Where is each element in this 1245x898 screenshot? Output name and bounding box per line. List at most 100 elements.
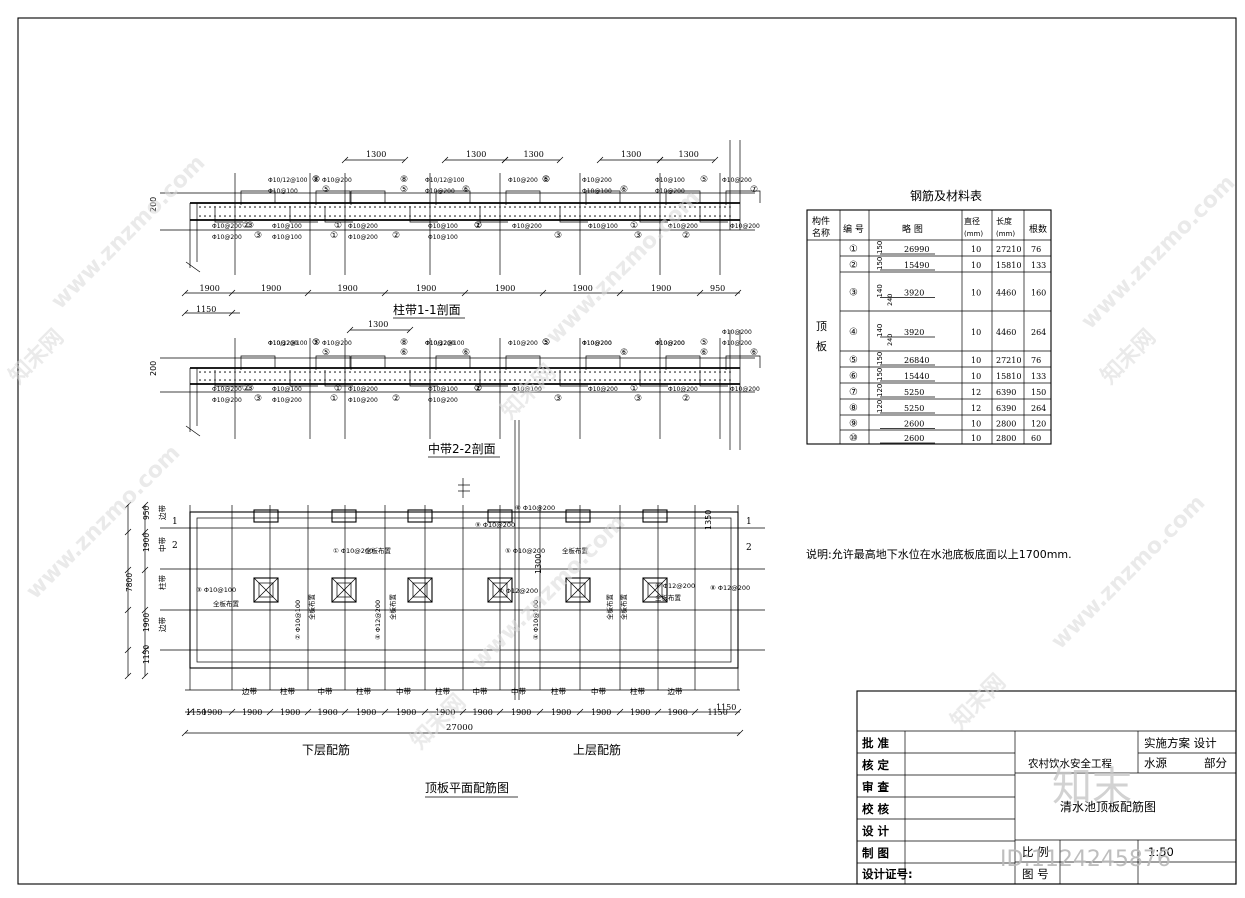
axis-mark: 1 [746, 517, 752, 527]
rebar-dot [629, 215, 631, 217]
rebar-dot [374, 371, 376, 373]
watermark-brand: 知末网 [406, 689, 471, 754]
rebar-dot [349, 206, 351, 208]
rebar-marker: ② [392, 394, 400, 404]
rebar-label-top: Φ10@200 [722, 177, 752, 184]
dimension-value: 7800 [125, 573, 134, 592]
rebar-label-bottom: Φ10@100 [428, 234, 458, 241]
rebar-dot [219, 206, 221, 208]
rebar-dot [729, 215, 731, 217]
rebar-dot [594, 379, 596, 381]
table-header: 构件 [812, 215, 830, 227]
rebar-dot [674, 371, 676, 373]
rebar-dot [624, 371, 626, 373]
table-component: 板 [816, 339, 827, 353]
rebar-marker: ② [682, 231, 690, 241]
rebar-label-top: Φ10@200 [508, 340, 538, 347]
rebar-dot [654, 206, 656, 208]
dimension-value: 950 [142, 505, 151, 520]
table-cell-length: 2800 [996, 434, 1016, 443]
rebar-label-bottom: Φ10@100 [272, 223, 302, 230]
table-cell-number: ④ [849, 327, 858, 338]
rebar-dot [654, 215, 656, 217]
rebar-dot [589, 206, 591, 208]
dimension-tick [536, 708, 544, 716]
rebar-marker: ① [630, 221, 638, 231]
rebar-dot [249, 206, 251, 208]
rebar-dot [224, 371, 226, 373]
rebar-dot [359, 215, 361, 217]
dimension-tick [616, 289, 624, 297]
rebar-dot [369, 206, 371, 208]
rebar-marker: ② [474, 221, 482, 231]
rebar-dot [334, 379, 336, 381]
rebar-dot [239, 215, 241, 217]
rebar-dot [384, 206, 386, 208]
rebar-label-top: Φ10/12@100 [425, 177, 465, 184]
rebar-marker: ② [242, 384, 250, 394]
rebar-label-top: Φ10/12@100 [268, 177, 308, 184]
rebar-dot [284, 206, 286, 208]
rebar-dot [554, 379, 556, 381]
rebar-dot [644, 215, 646, 217]
rebar-dot [644, 379, 646, 381]
rebar-dot [584, 371, 586, 373]
dimension-value: 1900 [591, 708, 611, 717]
plan-band-label: 柱带 [551, 686, 566, 696]
rebar-dot [284, 371, 286, 373]
rebar-dot [364, 379, 366, 381]
dimension-value: 1900 [200, 284, 220, 293]
table-cell-hook: 140 [876, 284, 884, 297]
rebar-dot [509, 206, 511, 208]
rebar-dot [489, 215, 491, 217]
rebar-dot [599, 206, 601, 208]
rebar-dot [384, 371, 386, 373]
watermark-layer: www.znzmo.com 知末网 www.znzmo.com 知末网 www.… [4, 150, 1241, 754]
rebar-dot [369, 215, 371, 217]
rebar-dot [379, 379, 381, 381]
rebar-dot [709, 371, 711, 373]
rebar-dot [419, 206, 421, 208]
plan-rebar-note: 全板布置 [365, 546, 392, 555]
rebar-dot [244, 371, 246, 373]
dimension-value: 1900 [473, 708, 493, 717]
plan-band-label: 柱带 [630, 686, 645, 696]
rebar-dot [264, 379, 266, 381]
rebar-dot [474, 206, 476, 208]
rebar-dot [424, 379, 426, 381]
column-cap [570, 582, 586, 598]
table-cell-diameter: 12 [971, 388, 981, 397]
rebar-dot [299, 206, 301, 208]
rebar-marker: ③ [246, 384, 254, 394]
rebar-dot [614, 215, 616, 217]
table-cell-count: 133 [1031, 372, 1046, 381]
rebar-dot [354, 379, 356, 381]
rebar-dot [259, 215, 261, 217]
rebar-dot [654, 371, 656, 373]
rebar-dot [604, 371, 606, 373]
rebar-dot [614, 379, 616, 381]
rebar-dot [399, 206, 401, 208]
rebar-dot [319, 371, 321, 373]
plan-rebar-note: 全板布置 [619, 594, 628, 621]
rebar-dot [614, 371, 616, 373]
rebar-dot [634, 206, 636, 208]
dimension-tick [141, 672, 149, 680]
dimension-tick [141, 646, 149, 654]
rebar-dot [284, 215, 286, 217]
rebar-dot [279, 379, 281, 381]
plan-band-label: 柱带 [157, 575, 167, 590]
rebar-marker: ⑤ [542, 175, 550, 185]
column-cap-diagonal [487, 577, 513, 603]
rebar-dot [404, 206, 406, 208]
table-cell-length: 6390 [996, 388, 1016, 397]
rebar-hook [559, 190, 621, 223]
rebar-dot [634, 215, 636, 217]
rebar-dot [474, 371, 476, 373]
rebar-label-bottom: Φ10@200 [272, 397, 302, 404]
rebar-dot [704, 379, 706, 381]
plan-rebar-note: ④ Φ12@200 [374, 600, 382, 640]
rebar-dot [684, 215, 686, 217]
rebar-dot [609, 379, 611, 381]
rebar-dot [354, 371, 356, 373]
